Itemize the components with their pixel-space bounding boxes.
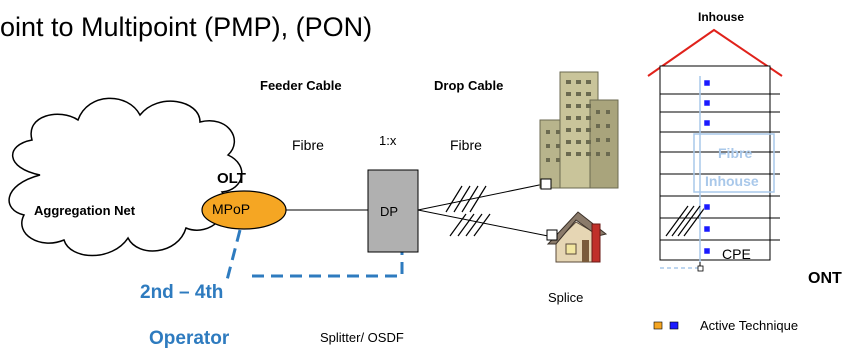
fibre-inhouse-label-1: Fibre (718, 145, 753, 161)
drop-cable-building (417, 183, 545, 211)
dp-label: DP (380, 204, 399, 219)
ont-splice-point (697, 265, 704, 272)
cpe-label: CPE (722, 246, 751, 262)
aggregation-net-label: Aggregation Net (34, 203, 136, 218)
house-icon (546, 211, 608, 263)
legend-orange-square (653, 321, 663, 330)
splice-label: Splice (548, 290, 584, 305)
operator-label: Operator (149, 328, 230, 349)
active-technique-markers (703, 79, 711, 255)
split-ratio-label: 1:x (379, 133, 397, 148)
fibre-drop-label: Fibre (450, 137, 482, 153)
feeder-cable-label: Feeder Cable (260, 78, 342, 93)
ont-label: ONT (808, 270, 842, 287)
office-building-icon (539, 71, 619, 189)
splice-point-house (546, 229, 558, 241)
operator-range-label: 2nd – 4th (140, 282, 224, 303)
inhouse-building (647, 28, 783, 261)
operator-dashed-link (224, 229, 404, 285)
drop-cable-label: Drop Cable (434, 78, 504, 93)
dp-splitter-box (367, 169, 419, 253)
mpop-label: MPoP (212, 201, 251, 217)
legend-blue-square (669, 321, 679, 330)
page-title: oint to Multipoint (PMP), (PON) (0, 12, 373, 42)
splitter-osdf-label: Splitter/ OSDF (320, 330, 404, 345)
inhouse-hatch (665, 205, 707, 237)
fibre-hatch-lower (449, 213, 491, 237)
splice-point-building (540, 178, 552, 190)
fibre-feeder-label: Fibre (292, 137, 324, 153)
inhouse-label: Inhouse (698, 10, 745, 24)
fibre-inhouse-label-2: Inhouse (705, 173, 759, 189)
mpop-node (201, 190, 287, 230)
legend-active-technique-label: Active Technique (700, 318, 799, 333)
aggregation-cloud (8, 97, 243, 257)
olt-label: OLT (217, 170, 246, 187)
fibre-hatch-upper (445, 185, 487, 213)
